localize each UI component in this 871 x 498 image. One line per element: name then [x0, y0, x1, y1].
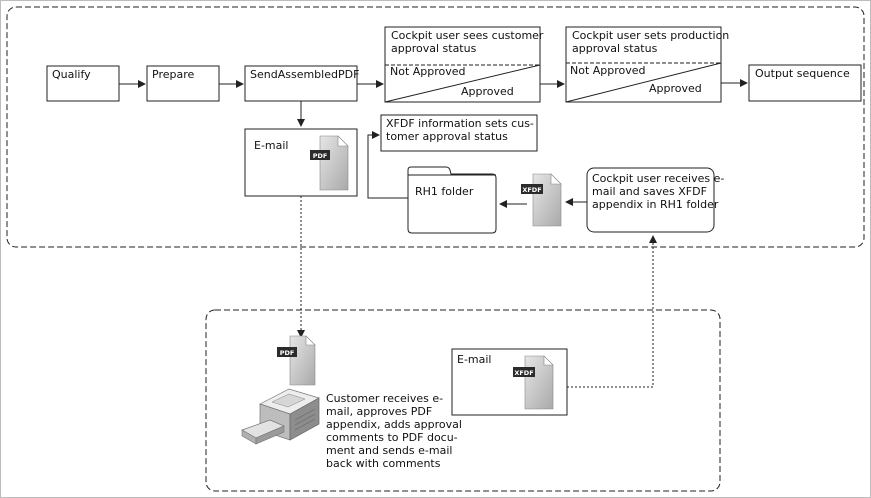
- cockpit-receives-line-3: appendix in RH1 folder: [592, 198, 719, 211]
- rh1-folder-label: RH1 folder: [415, 185, 474, 198]
- customer-not-approved: Not Approved: [390, 65, 466, 78]
- qualify-step: Qualify: [46, 65, 120, 102]
- xfdf-reply-document-icon: XFDF: [513, 355, 554, 410]
- production-approval-title-2: approval status: [572, 42, 658, 55]
- xfdf-info-box: XFDF information sets cus- tomer approva…: [380, 114, 538, 152]
- prepare-step: Prepare: [146, 65, 220, 102]
- email-back-doc-tag: XFDF: [514, 369, 533, 377]
- customer-pdf-icon: PDF: [277, 335, 316, 386]
- customer-approval-title-2: approval status: [391, 42, 477, 55]
- output-sequence-step: Output sequence: [748, 64, 862, 102]
- customer-action-line-1: Customer receives e-: [326, 392, 443, 405]
- send-assembled-pdf-step: SendAssembledPDF: [244, 65, 359, 102]
- production-approval-title-1: Cockpit user sets production: [572, 29, 729, 42]
- email-out-title: E-mail: [254, 139, 289, 152]
- customer-action-line-6: back with comments: [326, 457, 441, 470]
- customer-action-line-3: appendix, adds approval: [326, 418, 462, 431]
- customer-action-line-5: ment and sends e-mail: [326, 444, 452, 457]
- printer-icon: [241, 388, 320, 445]
- xfdf-document-icon: XFDF: [521, 173, 562, 227]
- production-approved: Approved: [649, 82, 702, 95]
- arrow-email-back-to-cockpit: [567, 235, 657, 388]
- customer-approval-decision: Cockpit user sees customer approval stat…: [384, 26, 544, 103]
- xfdf-info-line-2: tomer approval status: [386, 130, 508, 143]
- customer-doc-tag: PDF: [280, 349, 295, 357]
- customer-action-line-4: comments to PDF docu-: [326, 431, 458, 444]
- customer-approved: Approved: [461, 85, 514, 98]
- email-out-doc-tag: PDF: [313, 152, 328, 160]
- customer-approval-title-1: Cockpit user sees customer: [391, 29, 544, 42]
- xfdf-file-doc-tag: XFDF: [522, 186, 541, 194]
- customer-action-line-2: mail, approves PDF: [326, 405, 432, 418]
- arrow-folder-xfdf-info: [367, 131, 408, 199]
- production-approval-decision: Cockpit user sets production approval st…: [565, 26, 729, 103]
- output-sequence-label: Output sequence: [755, 67, 850, 80]
- qualify-label: Qualify: [52, 68, 91, 81]
- send-assembled-pdf-label: SendAssembledPDF: [250, 68, 359, 81]
- email-back-title: E-mail: [457, 353, 492, 366]
- prepare-label: Prepare: [152, 68, 194, 81]
- email-back-box: E-mail XFDF: [451, 348, 568, 416]
- cockpit-receives-line-1: Cockpit user receives e-: [592, 172, 724, 185]
- email-out-box: E-mail PDF: [244, 128, 358, 197]
- rh1-folder: RH1 folder: [407, 166, 497, 234]
- production-not-approved: Not Approved: [570, 64, 646, 77]
- xfdf-info-line-1: XFDF information sets cus-: [386, 117, 534, 130]
- pdf-document-icon: PDF: [310, 135, 349, 191]
- cockpit-receives-box: Cockpit user receives e- mail and saves …: [586, 167, 724, 233]
- customer-region: [205, 309, 721, 492]
- system-region: [6, 6, 865, 248]
- cockpit-receives-line-2: mail and saves XFDF: [592, 185, 707, 198]
- customer-action-text: Customer receives e- mail, approves PDF …: [326, 392, 462, 470]
